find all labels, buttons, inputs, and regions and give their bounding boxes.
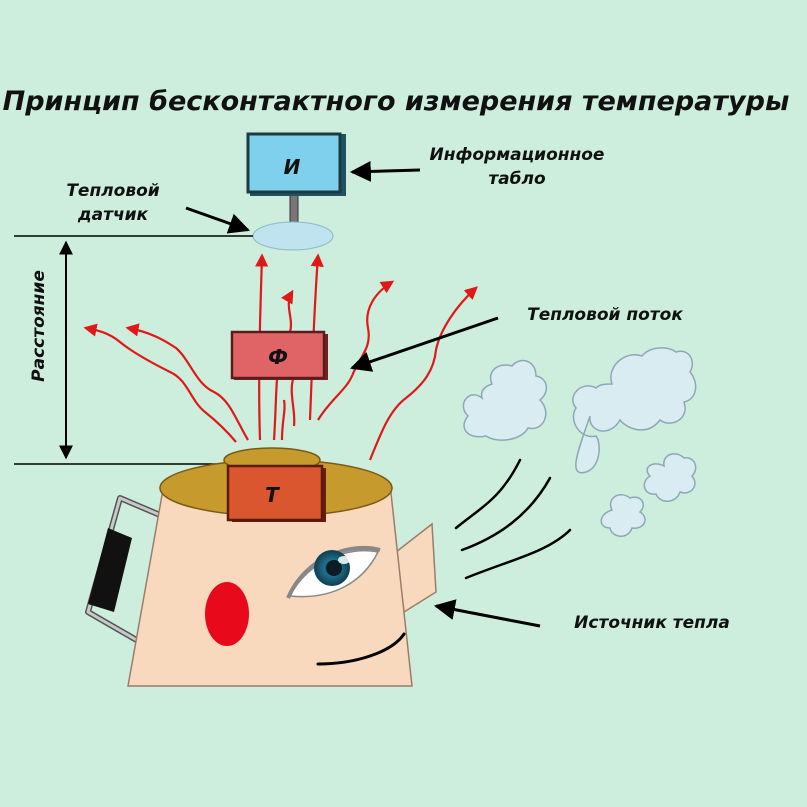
steam-lines — [454, 458, 572, 580]
temperature-box — [226, 464, 324, 522]
heat-flow-label: Тепловой поток — [527, 305, 683, 325]
heat-source-label: Источник тепла — [574, 613, 730, 633]
kettle-cheek — [205, 582, 249, 646]
steam-cloud — [643, 453, 697, 502]
kettle-mouth — [316, 632, 406, 666]
steam-line — [460, 476, 552, 552]
steam-line — [454, 458, 522, 530]
temperature-box-label: Т — [265, 483, 280, 507]
heat-sensor-label-line1: Тепловой — [66, 181, 159, 201]
display-board-pointer-arrow — [349, 160, 421, 182]
heat-flow-pointer-arrow — [350, 316, 499, 372]
indicator-box-label: И — [284, 155, 301, 179]
filter-box: Ф — [230, 330, 328, 380]
diagram-title: Принцип бесконтактного измерения темпера… — [3, 86, 790, 117]
filter-box-label: Ф — [268, 345, 288, 369]
heat-flow-line — [280, 399, 286, 441]
indicator-display: И — [246, 132, 346, 227]
heat-sensor-pointer-arrow — [185, 206, 250, 234]
distance-label: Расстояние — [29, 270, 49, 382]
steam-line — [464, 528, 572, 580]
heat-flow-line — [368, 286, 478, 461]
heat-flow-line — [83, 323, 237, 443]
heat-source-pointer-arrow — [433, 599, 541, 628]
indicator-display-box — [246, 132, 342, 194]
kettle-handle-grip — [88, 528, 132, 612]
heat-sensor-lens — [252, 221, 334, 251]
steam-cloud — [572, 347, 697, 474]
display-board-label-line2: табло — [488, 169, 546, 189]
steam-cloud — [600, 494, 646, 537]
kettle-eye-highlight — [338, 556, 350, 564]
heat-sensor-label-line2: датчик — [77, 205, 149, 225]
kettle-eye-pupil — [326, 560, 342, 576]
display-board-label-line1: Информационное — [430, 145, 605, 165]
heat-flow-line — [125, 323, 249, 441]
steam-cloud — [462, 359, 548, 441]
steam-clouds — [462, 347, 697, 537]
kettle: Т — [85, 447, 437, 687]
